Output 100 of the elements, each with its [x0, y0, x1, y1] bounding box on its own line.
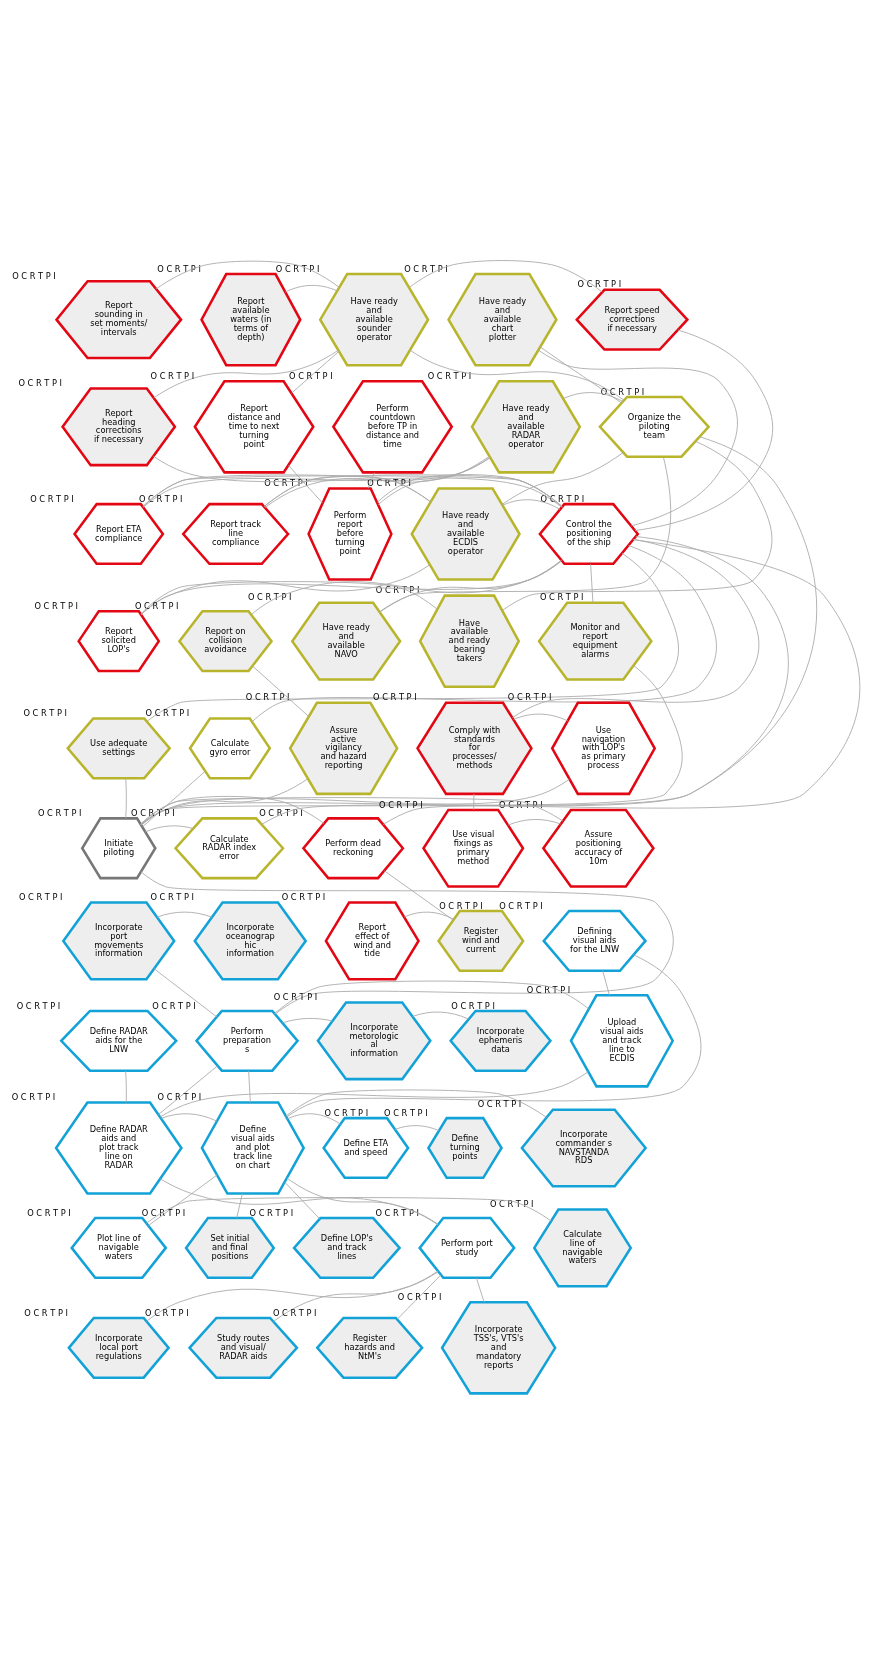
- node-label: O C R T P I: [152, 1000, 196, 1011]
- node-label: O C R T P I: [24, 1307, 68, 1318]
- connector: [367, 472, 375, 489]
- node-label: O C R T P I: [12, 270, 56, 281]
- node-label: O C R T P I: [245, 692, 290, 703]
- node-label: O C R T P I: [247, 592, 292, 603]
- connector: [140, 436, 818, 826]
- connector: [160, 1113, 218, 1122]
- node-label: O C R T P I: [375, 1207, 419, 1218]
- connector: [473, 793, 475, 811]
- connector: [538, 349, 738, 527]
- connector: [507, 819, 562, 826]
- node-label: O C R T P I: [324, 1107, 369, 1118]
- connector: [142, 475, 563, 508]
- node-label: O C R T P I: [157, 263, 201, 274]
- connector: [155, 260, 340, 290]
- node-label: O C R T P I: [281, 892, 326, 903]
- node-label: O C R T P I: [273, 992, 318, 1003]
- connector: [125, 1070, 127, 1103]
- connector: [286, 1177, 439, 1226]
- node-label: O C R T P I: [18, 892, 63, 903]
- node-label: O C R T P I: [375, 585, 420, 596]
- connector: [501, 452, 624, 505]
- node-label: O C R T P I: [131, 808, 175, 819]
- node-label: O C R T P I: [499, 900, 543, 911]
- connector: [634, 329, 774, 531]
- connector: [140, 778, 570, 826]
- connector: [284, 1181, 321, 1220]
- connector: [590, 563, 594, 604]
- connector: [263, 474, 563, 508]
- node-label: O C R T P I: [150, 892, 194, 903]
- connector: [142, 770, 206, 828]
- connector: [158, 1065, 219, 1115]
- connector: [287, 1113, 341, 1125]
- connector: [285, 1089, 547, 1118]
- connector: [287, 464, 323, 504]
- node-label: O C R T P I: [272, 1307, 317, 1318]
- connector: [146, 552, 679, 722]
- node-label: O C R T P I: [379, 799, 423, 810]
- node-label: O C R T P I: [27, 1207, 71, 1218]
- node-label: O C R T P I: [134, 601, 179, 612]
- node-label: O C R T P I: [16, 1000, 61, 1011]
- node-label: O C R T P I: [577, 279, 622, 290]
- node-label: O C R T P I: [499, 799, 543, 810]
- connector: [250, 560, 562, 616]
- connector: [140, 581, 438, 615]
- node-label: O C R T P I: [289, 370, 333, 381]
- node-label: O C R T P I: [259, 808, 303, 819]
- connector: [539, 346, 622, 404]
- connector: [147, 1174, 218, 1227]
- connector: [396, 1274, 442, 1320]
- node-label: O C R T P I: [11, 1092, 56, 1103]
- node-label: O C R T P I: [489, 1199, 534, 1210]
- connector: [125, 777, 127, 819]
- connector: [140, 665, 683, 826]
- node-label: O C R T P I: [145, 708, 190, 719]
- node-label: O C R T P I: [373, 692, 417, 703]
- connector: [511, 538, 760, 718]
- node-label: O C R T P I: [539, 592, 584, 603]
- node-label: O C R T P I: [138, 493, 183, 504]
- connector: [382, 539, 861, 825]
- node-label: O C R T P I: [30, 493, 74, 504]
- node-label: O C R T P I: [397, 1291, 442, 1302]
- connector: [156, 911, 213, 918]
- node-label: O C R T P I: [18, 378, 62, 389]
- connector: [475, 1277, 485, 1303]
- connector: [379, 559, 562, 613]
- connector: [513, 713, 569, 722]
- connector: [409, 349, 625, 401]
- connector: [394, 1125, 440, 1131]
- connector: [272, 1270, 439, 1322]
- connector: [412, 1011, 470, 1020]
- connector: [383, 870, 454, 921]
- node-label: O C R T P I: [507, 692, 552, 703]
- connector: [140, 560, 562, 615]
- connector: [408, 260, 603, 293]
- connector: [144, 825, 194, 833]
- connector: [140, 797, 564, 825]
- node-label: O C R T P I: [600, 386, 645, 397]
- node-label: O C R T P I: [249, 1207, 294, 1218]
- node-label: O C R T P I: [37, 808, 82, 819]
- connector: [379, 456, 672, 613]
- connector: [282, 1017, 333, 1024]
- node-label: O C R T P I: [404, 263, 448, 274]
- node-label: O C R T P I: [384, 1107, 428, 1118]
- node-label: O C R T P I: [477, 1099, 522, 1110]
- node-label: O C R T P I: [145, 1307, 189, 1318]
- connector: [159, 1178, 439, 1225]
- connector: [264, 456, 491, 508]
- connector: [146, 1271, 439, 1322]
- connector: [140, 871, 674, 1015]
- connector: [153, 455, 562, 508]
- connector: [153, 349, 339, 399]
- node-label: O C R T P I: [264, 478, 308, 489]
- connector: [291, 350, 340, 394]
- connector: [501, 440, 773, 611]
- connector: [236, 1193, 243, 1219]
- node-label: O C R T P I: [141, 1207, 186, 1218]
- connector: [376, 474, 563, 508]
- connector: [274, 980, 590, 1014]
